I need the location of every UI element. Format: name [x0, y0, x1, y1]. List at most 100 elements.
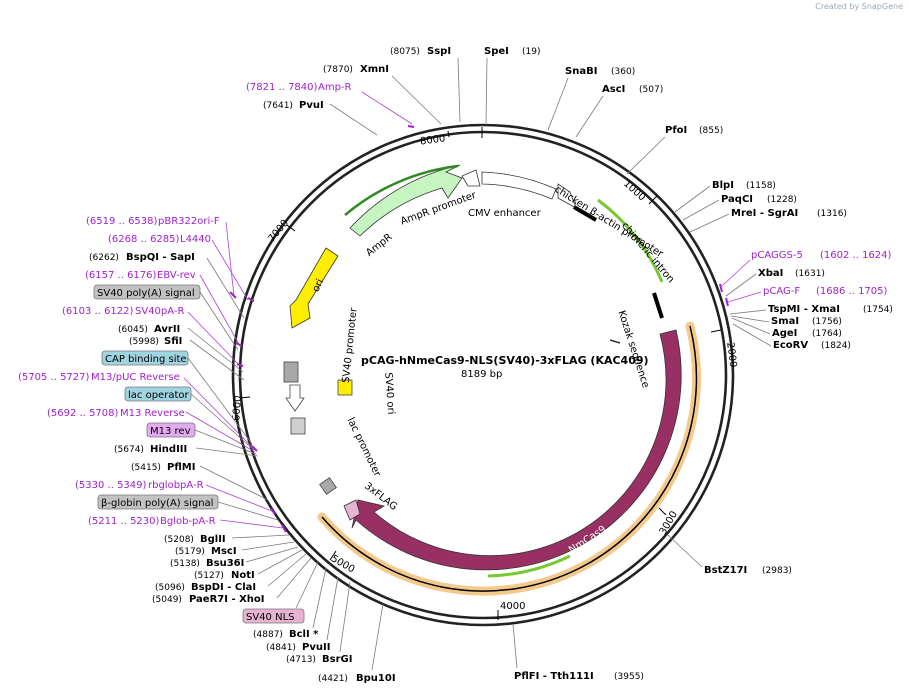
primer-l4440[interactable]: (6268 .. 6285) L4440: [108, 234, 249, 301]
site-pos: (7641): [263, 101, 293, 111]
feature-beta-globin-pa[interactable]: β-globin poly(A) signal: [97, 494, 279, 521]
site-spei[interactable]: SpeI (19): [484, 46, 540, 124]
site-pvuii[interactable]: (4841) PvuII: [266, 576, 339, 653]
sv40-promoter-feature: [283, 361, 299, 383]
ampr-green-bar: [344, 164, 459, 216]
primer-range: (5211 .. 5230): [88, 516, 160, 527]
site-xmni[interactable]: (7870) XmnI: [323, 64, 442, 125]
site-sfii[interactable]: (5998) SfiI: [129, 336, 245, 381]
primer-name: pBR322ori-F: [158, 216, 220, 227]
site-noti[interactable]: (5127) NotI: [194, 549, 303, 581]
site-pos: (1756): [812, 317, 842, 327]
feature-sv40-polya[interactable]: SV40 poly(A) signal: [93, 284, 239, 351]
site-snabi[interactable]: SnaBI (360): [547, 66, 635, 131]
label-ori: ori: [311, 277, 326, 293]
primer-name: pCAG-F: [763, 286, 800, 297]
primer-name: M13/pUC Reverse: [91, 372, 180, 383]
site-xbai[interactable]: XbaI (1631): [725, 268, 825, 297]
feature-sv40-nls[interactable]: SV40 NLS: [242, 561, 319, 624]
feature-name: SV40 poly(A) signal: [97, 288, 195, 299]
site-ecorv[interactable]: EcoRV (1824): [732, 323, 851, 351]
primer-pcaggs-5[interactable]: pCAGGS-5 (1602 .. 1624): [719, 250, 892, 293]
feature-cap-binding-site[interactable]: CAP binding site: [101, 350, 253, 445]
primer-m13-reverse[interactable]: (5692 .. 5708) M13 Reverse: [47, 408, 256, 453]
lac-box-small: [319, 477, 337, 495]
sv40-promoter-arrow: [285, 384, 305, 412]
site-bglii[interactable]: (5208) BglII: [164, 534, 290, 545]
site-msci[interactable]: (5179) MscI: [175, 541, 295, 557]
site-name: BlpI: [712, 180, 734, 191]
site-pos: (7870): [323, 65, 353, 75]
site-hindiii[interactable]: (5674) HindIII: [114, 444, 259, 457]
feature-m13-rev[interactable]: M13 rev: [146, 422, 257, 455]
primer-range: (7821 .. 7840): [246, 82, 318, 93]
site-sspi[interactable]: (8075) SspI: [390, 46, 461, 123]
primer-pcag-f[interactable]: pCAG-F (1686 .. 1705): [725, 286, 888, 307]
site-pos: (19): [522, 47, 540, 57]
ampr-feature: [349, 164, 463, 237]
primer-bglob-pa-r[interactable]: (5211 .. 5230) Bglob-pA-R: [88, 516, 287, 533]
site-paqci[interactable]: PaqCI (1228): [682, 194, 797, 221]
site-name: SmaI: [771, 316, 799, 327]
site-pos: (1631): [795, 269, 825, 279]
site-bsu36i[interactable]: (5138) Bsu36I: [170, 546, 299, 569]
site-name: PvuII: [302, 642, 330, 653]
site-pfoi[interactable]: PfoI (855): [626, 125, 723, 175]
cas9-green-bar: [487, 554, 571, 578]
cmv-enhancer-feature: [481, 171, 557, 200]
backbone-outer: [231, 123, 735, 627]
site-bcli[interactable]: (4887) BclI *: [253, 567, 327, 640]
primer-range: (5330 .. 5349): [75, 480, 147, 491]
site-pflmi[interactable]: (5415) PflMI: [131, 462, 269, 501]
site-name: HindIII: [150, 444, 187, 455]
primer-name: rbglobpA-R: [148, 480, 204, 491]
site-blpi[interactable]: BlpI (1158): [674, 180, 776, 213]
site-name: SfiI: [164, 336, 182, 347]
label-intron: chimeric intron: [619, 220, 676, 285]
site-pos: (1764): [812, 329, 842, 339]
site-name: SpeI: [484, 46, 509, 57]
site-bpu10i[interactable]: (4421) Bpu10I: [318, 603, 396, 684]
primer-ebv-rev[interactable]: (6157 .. 6176) EBV-rev: [85, 270, 243, 347]
primer-range: (6103 .. 6122): [62, 306, 134, 317]
site-tspmi[interactable]: TspMI - XmaI (1754): [729, 304, 893, 315]
primer-m13-puc-reverse[interactable]: (5705 .. 5727) M13/pUC Reverse: [18, 372, 258, 452]
site-name: BglII: [200, 534, 226, 545]
site-name: AscI: [602, 84, 625, 95]
tick-label-8000: 8000: [419, 133, 446, 147]
feature-name: SV40 NLS: [246, 612, 295, 623]
primer-pbr322ori-f[interactable]: (6519 .. 6538) pBR322ori-F: [86, 216, 255, 302]
site-pflfi[interactable]: PflFI - Tth111I (3955): [512, 623, 644, 682]
site-bspqi[interactable]: (6262) BspQI - SapI: [89, 252, 245, 319]
site-pos: (4841): [266, 643, 296, 653]
primer-amp-r[interactable]: (7821 .. 7840) Amp-R: [246, 82, 415, 128]
site-asci[interactable]: AscI (507): [575, 84, 663, 138]
site-agei[interactable]: AgeI (1764): [731, 317, 842, 339]
site-name: BstZ17I: [704, 565, 747, 576]
primer-rbglobpa-r[interactable]: (5330 .. 5349) rbglobpA-R: [75, 480, 276, 515]
site-bspdi[interactable]: (5096) BspDI - ClaI: [155, 553, 307, 593]
site-bstz17i[interactable]: BstZ17I (2983): [667, 534, 792, 576]
site-pvui[interactable]: (7641) PvuI: [263, 100, 378, 136]
site-smai[interactable]: SmaI (1756): [730, 315, 842, 327]
site-bsrgi[interactable]: (4713) BsrGI: [286, 581, 352, 665]
site-name: XbaI: [758, 268, 783, 279]
feature-name: CAP binding site: [105, 354, 187, 365]
feature-lac-operator[interactable]: lac operator: [124, 386, 255, 451]
site-pos: (1316): [817, 209, 847, 219]
primer-name: M13 Reverse: [120, 408, 185, 419]
site-name: AgeI: [772, 328, 797, 339]
label-sv40-promoter: SV40 promoter: [341, 306, 360, 383]
site-name: PvuI: [299, 100, 324, 111]
site-mrei[interactable]: MreI - SgrAI (1316): [689, 208, 847, 233]
site-avrii[interactable]: (6045) AvrII: [118, 324, 244, 373]
primer-range: (5692 .. 5708): [47, 408, 119, 419]
ampr-promoter-feature: [461, 169, 481, 187]
site-name: SspI: [427, 46, 451, 57]
site-pos: (5998): [129, 337, 159, 347]
site-paer7i[interactable]: (5049) PaeR7I - XhoI: [152, 557, 312, 605]
site-pos: (5415): [131, 463, 161, 473]
primer-sv40pa-r[interactable]: (6103 .. 6122) SV40pA-R: [62, 306, 244, 367]
primer-name: EBV-rev: [157, 270, 196, 281]
site-name: BsrGI: [322, 654, 352, 665]
